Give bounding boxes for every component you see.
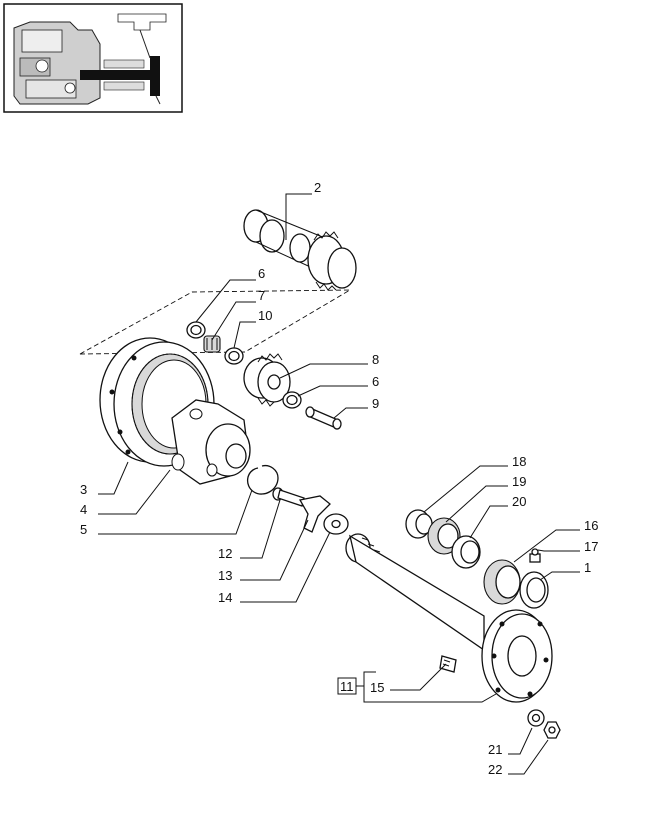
axle-shaft	[345, 533, 553, 703]
label-part-6: 6	[258, 266, 265, 281]
label-part-20: 20	[512, 494, 526, 509]
label-part-22: 22	[488, 762, 502, 777]
part-21-washer	[527, 709, 545, 727]
part-17-grease-nipple	[529, 548, 541, 563]
label-part-12: 12	[218, 546, 232, 561]
part-5-snap-ring	[247, 464, 279, 495]
part-16-bearing	[483, 559, 521, 605]
label-part-10: 10	[258, 308, 272, 323]
label-part-19: 19	[512, 474, 526, 489]
part-2-pinion-shaft	[243, 209, 357, 291]
label-part-14: 14	[218, 590, 232, 605]
label-part-3: 3	[80, 482, 87, 497]
svg-text:11: 11	[340, 679, 354, 694]
label-part-16: 16	[584, 518, 598, 533]
label-part-11-boxed: 11	[337, 677, 357, 695]
label-part-4: 4	[80, 502, 87, 517]
label-part-21: 21	[488, 742, 502, 757]
part-12-bolt	[272, 487, 305, 507]
label-part-8: 8	[372, 352, 379, 367]
part-20-bearing-cup	[451, 535, 481, 569]
label-part-13: 13	[218, 568, 232, 583]
leader-lines	[98, 193, 580, 775]
label-part-5: 5	[80, 522, 87, 537]
part-8-planet-gear	[243, 353, 291, 407]
drivetrain-thumbnail	[3, 3, 183, 113]
part-22-nut	[543, 721, 561, 739]
part-19-bearing	[427, 517, 461, 555]
part-9-planet-pin	[305, 406, 342, 430]
part-7-needle-bearing	[203, 335, 221, 353]
label-part-2: 2	[314, 180, 321, 195]
label-part-17: 17	[584, 539, 598, 554]
part-13-lock-plate	[298, 495, 331, 533]
label-part-1: 1	[584, 560, 591, 575]
label-part-7: 7	[258, 288, 265, 303]
part-4-planet-carrier	[171, 399, 251, 485]
part-18-seal	[405, 509, 433, 539]
label-part-9: 9	[372, 396, 379, 411]
label-part-6-second: 6	[372, 374, 379, 389]
label-part-18: 18	[512, 454, 526, 469]
part-1-seal-ring	[519, 571, 549, 609]
part-15-wheel-stud	[439, 655, 457, 673]
label-part-15: 15	[370, 680, 384, 695]
